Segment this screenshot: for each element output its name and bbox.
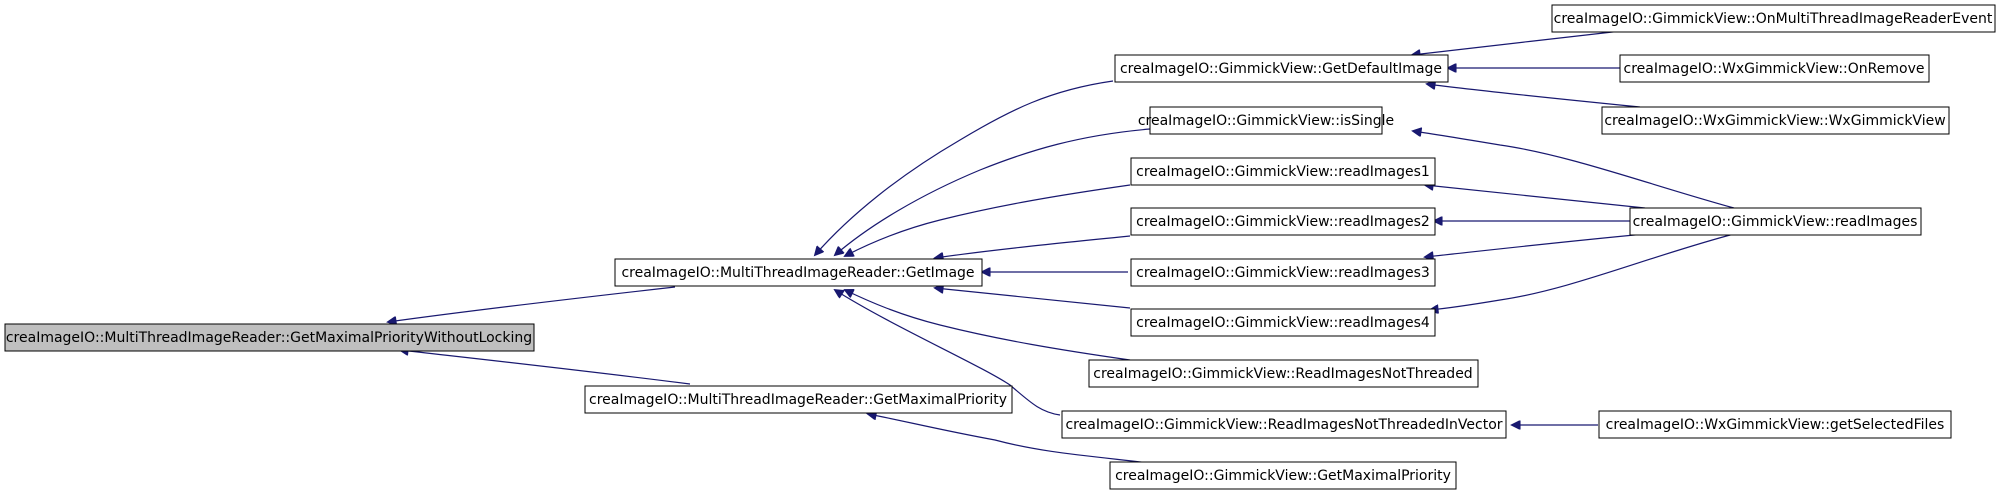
node-gv-readimagesnotthreaded[interactable]: creaImageIO::GimmickView::ReadImagesNotT… <box>1088 359 1479 388</box>
edge-readnotthreaded-to-getimage <box>845 290 1131 361</box>
edge-gvgetmaxprio-to-mtrgetmaxprio <box>868 414 1151 464</box>
node-gv-readimages3[interactable]: creaImageIO::GimmickView::readImages3 <box>1130 258 1436 287</box>
node-label: creaImageIO::MultiThreadImageReader::Get… <box>589 392 1007 408</box>
edge-getimage-to-root <box>388 286 676 322</box>
node-root[interactable]: creaImageIO::MultiThreadImageReader::Get… <box>4 323 535 352</box>
node-gv-getmaximalpriority[interactable]: creaImageIO::GimmickView::GetMaximalPrio… <box>1109 461 1457 490</box>
node-label: creaImageIO::GimmickView::GetMaximalPrio… <box>1115 468 1451 484</box>
node-label: creaImageIO::GimmickView::isSingle <box>1138 113 1394 129</box>
node-label: creaImageIO::GimmickView::readImages4 <box>1136 315 1430 331</box>
edge-wxctor-to-getdefaultimage <box>1427 84 1641 108</box>
node-label: creaImageIO::GimmickView::OnMultiThreadI… <box>1554 11 1993 27</box>
edges <box>388 29 1735 464</box>
node-label: creaImageIO::GimmickView::GetDefaultImag… <box>1120 61 1442 77</box>
node-gv-readimages2[interactable]: creaImageIO::GimmickView::readImages2 <box>1130 207 1436 236</box>
edge-readimages-to-readimages3 <box>1425 233 1646 257</box>
edge-onmtrevent-to-getdefaultimage <box>1412 29 1631 55</box>
node-label: creaImageIO::GimmickView::readImages3 <box>1136 265 1430 281</box>
nodes: creaImageIO::MultiThreadImageReader::Get… <box>4 4 1996 490</box>
edge-readimages2-to-getimage <box>935 235 1131 258</box>
node-gv-getdefaultimage[interactable]: creaImageIO::GimmickView::GetDefaultImag… <box>1114 54 1449 83</box>
node-wx-wxgimmickview[interactable]: creaImageIO::WxGimmickView::WxGimmickVie… <box>1601 106 1950 135</box>
node-gv-readimages1[interactable]: creaImageIO::GimmickView::readImages1 <box>1130 157 1436 186</box>
node-gv-readimagesnotthreadedinvector[interactable]: creaImageIO::GimmickView::ReadImagesNotT… <box>1061 410 1507 439</box>
node-wx-getselectedfiles[interactable]: creaImageIO::WxGimmickView::getSelectedF… <box>1598 410 1952 439</box>
edge-getmaxprio-to-root <box>400 350 691 385</box>
node-label: creaImageIO::GimmickView::readImages1 <box>1136 164 1430 180</box>
edge-readimages-to-readimages1 <box>1425 185 1646 209</box>
node-label: creaImageIO::WxGimmickView::getSelectedF… <box>1606 417 1945 433</box>
node-mtr-getmaximalpriority[interactable]: creaImageIO::MultiThreadImageReader::Get… <box>584 385 1013 414</box>
node-label: creaImageIO::WxGimmickView::OnRemove <box>1624 61 1925 77</box>
edge-readimages1-to-getimage <box>845 184 1131 256</box>
node-gv-onmultithreadimagereaderevent[interactable]: creaImageIO::GimmickView::OnMultiThreadI… <box>1551 4 1996 33</box>
edge-readimages-to-readimages4 <box>1430 233 1735 310</box>
edge-readnotthreadedvec-to-getimage <box>835 290 1061 416</box>
node-label: creaImageIO::GimmickView::readImages <box>1633 214 1918 230</box>
node-label: creaImageIO::MultiThreadImageReader::Get… <box>621 265 974 281</box>
edge-readimages-to-issingle <box>1413 131 1735 209</box>
node-label: creaImageIO::GimmickView::ReadImagesNotT… <box>1093 366 1472 382</box>
node-wx-onremove[interactable]: creaImageIO::WxGimmickView::OnRemove <box>1619 54 1930 83</box>
node-gv-readimages[interactable]: creaImageIO::GimmickView::readImages <box>1629 207 1922 236</box>
node-mtr-getimage[interactable]: creaImageIO::MultiThreadImageReader::Get… <box>614 258 983 287</box>
node-label: creaImageIO::GimmickView::ReadImagesNotT… <box>1065 417 1502 433</box>
node-label: creaImageIO::MultiThreadImageReader::Get… <box>6 330 532 346</box>
edge-readimages4-to-getimage <box>935 288 1131 309</box>
node-gv-issingle[interactable]: creaImageIO::GimmickView::isSingle <box>1138 106 1394 135</box>
edge-getdefaultimage-to-getimage <box>815 80 1114 255</box>
node-gv-readimages4[interactable]: creaImageIO::GimmickView::readImages4 <box>1130 308 1436 337</box>
node-label: creaImageIO::GimmickView::readImages2 <box>1136 214 1430 230</box>
node-label: creaImageIO::WxGimmickView::WxGimmickVie… <box>1604 113 1945 129</box>
edge-issingle-to-getimage <box>835 128 1151 255</box>
